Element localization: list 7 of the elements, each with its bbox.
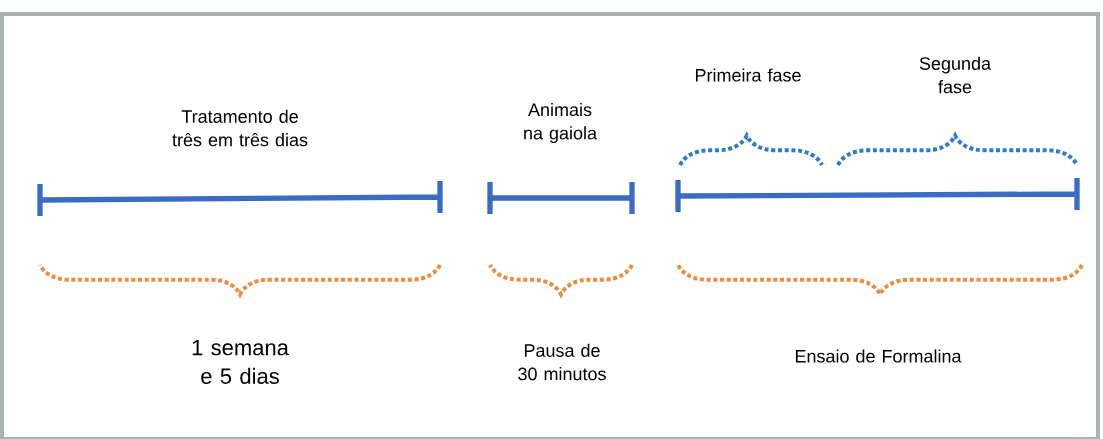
timeline-label: Segunda fase [919, 56, 991, 94]
timeline-label: Animais na gaiola [524, 102, 597, 144]
timeline-label: Ensaio de Formalina [795, 349, 962, 363]
timeline-label: Tratamento de três em três dias [172, 109, 308, 147]
timeline-label: Primeira fase [695, 68, 801, 82]
timeline-label: 1 semana e 5 dias [192, 340, 289, 384]
timeline-label: Pausa de 30 minutos [518, 343, 606, 381]
